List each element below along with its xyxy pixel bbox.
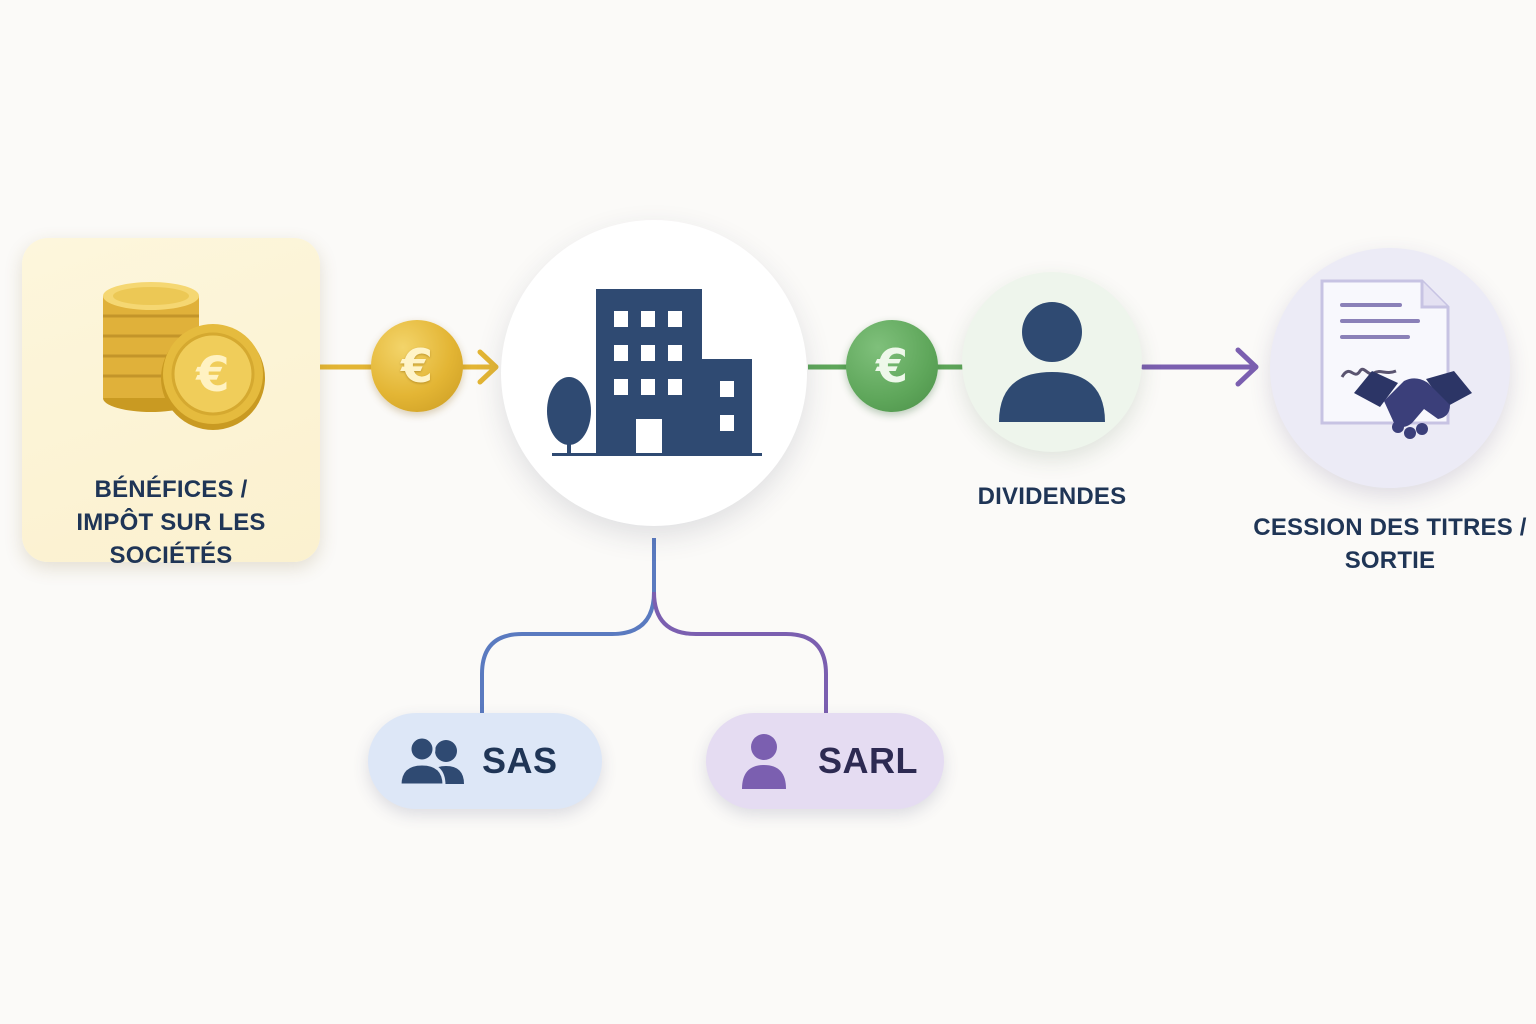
euro-coin-icon: € bbox=[371, 320, 463, 412]
exit-label-line-2: SORTIE bbox=[1344, 547, 1436, 574]
dividends-label-text: DIVIDENDES bbox=[977, 483, 1127, 510]
shareholder-node bbox=[962, 272, 1142, 452]
sas-pill: SAS bbox=[368, 713, 602, 809]
sarl-label: SARL bbox=[818, 740, 918, 781]
euro-coin-icon: € bbox=[846, 320, 938, 412]
euro-glyph: € bbox=[400, 339, 433, 393]
profits-label: BÉNÉFICES / IMPÔT SUR LES SOCIÉTÉS bbox=[22, 473, 320, 572]
arrow-shareholder-to-exit bbox=[1140, 347, 1259, 387]
company-node bbox=[501, 220, 807, 526]
profits-label-line-2: IMPÔT SUR LES SOCIÉTÉS bbox=[76, 509, 266, 569]
coin-stack-euro-icon: € bbox=[103, 282, 265, 430]
branch-to-sas bbox=[480, 538, 656, 713]
sarl-pill: SARL bbox=[706, 713, 944, 809]
exit-node bbox=[1270, 248, 1510, 488]
arrow-gold-badge-to-company bbox=[459, 349, 499, 385]
office-building-icon bbox=[547, 289, 762, 456]
svg-text:€: € bbox=[195, 347, 229, 403]
dividends-label: DIVIDENDES bbox=[952, 480, 1152, 513]
users-group-icon bbox=[398, 736, 466, 786]
single-user-icon bbox=[740, 733, 788, 789]
branch-to-sarl bbox=[652, 591, 828, 713]
euro-coin: € bbox=[161, 324, 265, 430]
exit-label: CESSION DES TITRES / SORTIE bbox=[1240, 511, 1536, 577]
exit-label-line-1: CESSION DES TITRES / bbox=[1253, 514, 1527, 541]
sas-label: SAS bbox=[482, 740, 558, 781]
profits-label-line-1: BÉNÉFICES / bbox=[94, 476, 248, 503]
euro-glyph: € bbox=[875, 339, 908, 393]
handshake-icon bbox=[1354, 371, 1472, 439]
signed-document-handshake-icon bbox=[1320, 279, 1472, 439]
person-icon bbox=[999, 302, 1105, 422]
